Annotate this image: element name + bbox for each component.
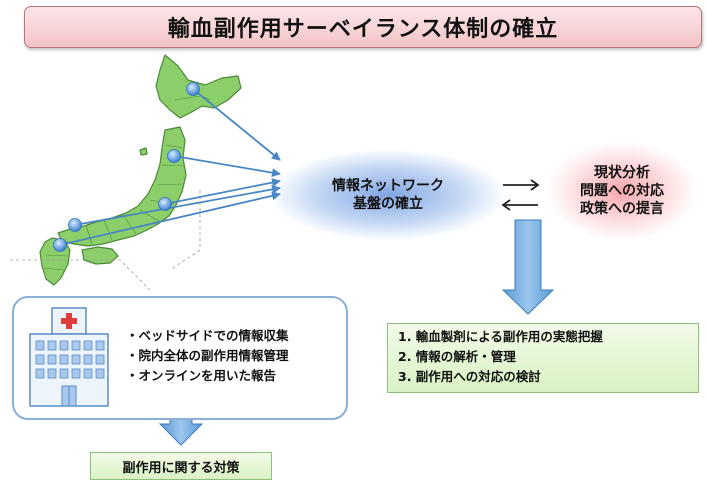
task-item-3: 3. 副作用への対応の検討 [398, 369, 541, 384]
arrow-kyushu [59, 191, 281, 246]
arrow-kanto [164, 178, 281, 205]
arrow-hokkaido [192, 88, 281, 161]
down-arrow-right [501, 219, 555, 315]
network-foundation: 情報ネットワーク 基盤の確立 [272, 150, 504, 240]
hospital-bullet-3: ・オンラインを用いた報告 [126, 368, 277, 383]
hospital-bullet-list: ・ベッドサイドでの情報収集 ・院内全体の副作用情報管理 ・オンラインを用いた報告 [126, 326, 289, 386]
title-banner: 輸血副作用サーベイランス体制の確立 [24, 6, 702, 48]
hospital-box: ・ベッドサイドでの情報収集 ・院内全体の副作用情報管理 ・オンラインを用いた報告 [12, 296, 348, 420]
dashed-boundary [10, 190, 201, 291]
bidirectional-arrows [501, 179, 540, 211]
measures-box: 副作用に関する対策 [90, 452, 272, 480]
page-title: 輸血副作用サーベイランス体制の確立 [167, 17, 559, 42]
hospital-bullet-2: ・院内全体の副作用情報管理 [126, 348, 289, 363]
arrow-kinki [74, 184, 281, 226]
prefecture-lines [43, 89, 211, 271]
honshu-shape [57, 126, 187, 247]
task-item-1: 1. 輸血製剤による副作用の実態把握 [398, 329, 603, 344]
network-line1: 情報ネットワーク [332, 177, 444, 194]
location-dot-hokkaido [186, 82, 200, 96]
arrow-tohoku [173, 155, 281, 178]
location-dot-kinki [68, 218, 82, 232]
location-dot-tohoku [167, 149, 181, 163]
task-item-2: 2. 情報の解析・管理 [398, 349, 516, 364]
measures-label: 副作用に関する対策 [122, 460, 240, 476]
location-dot-kyushu [53, 238, 67, 252]
hospital-bullet-1: ・ベッドサイドでの情報収集 [126, 328, 289, 343]
analysis-line2: 問題への対応 [580, 182, 664, 199]
sado-island [139, 147, 148, 156]
region-arrows [59, 88, 281, 246]
network-line2: 基盤の確立 [353, 196, 423, 212]
japan-map [29, 54, 242, 306]
location-dot-kanto [158, 197, 172, 211]
analysis-line3: 政策への提言 [580, 201, 664, 218]
analysis-line1: 現状分析 [594, 164, 650, 181]
analysis-panel: 現状分析 問題への対応 政策への提言 [548, 142, 696, 240]
tasks-list: 1. 輸血製剤による副作用の実態把握 2. 情報の解析・管理 3. 副作用への対… [398, 327, 603, 387]
tasks-box: 1. 輸血製剤による副作用の実態把握 2. 情報の解析・管理 3. 副作用への対… [387, 323, 699, 393]
hospital-icon [29, 307, 109, 407]
location-dots [53, 82, 200, 252]
shikoku-shape [81, 246, 119, 265]
